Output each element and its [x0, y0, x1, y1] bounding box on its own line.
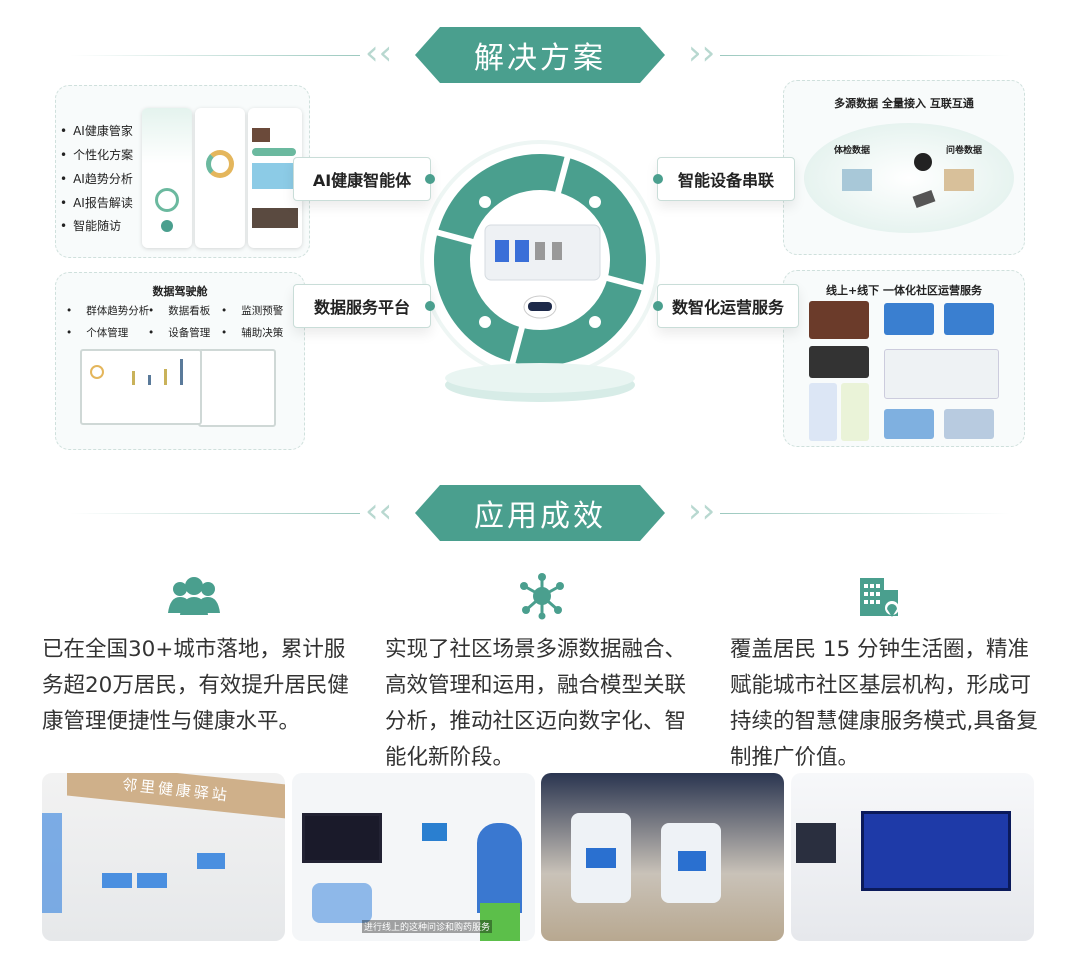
dashboard-monitor	[198, 349, 276, 427]
ai-feature-item: AI报告解读	[60, 194, 133, 211]
label-ai-health-agent: AI健康智能体	[293, 157, 431, 201]
cockpit-item: 辅助决策	[221, 325, 283, 340]
section-title-effects: 应用成效	[415, 485, 665, 541]
device-tag: 体检数据	[834, 146, 871, 156]
panel-title: 数据驾驶舱	[152, 285, 208, 298]
app-screenshot	[142, 108, 192, 248]
ai-feature-item: AI健康管家	[60, 122, 133, 139]
connector-dot	[425, 174, 435, 184]
health-station-photo: 邻里健康驿站	[42, 773, 285, 941]
chevron-left-icon: ‹‹	[365, 33, 393, 73]
connector-dot	[425, 301, 435, 311]
cockpit-item: 数据看板	[148, 303, 210, 318]
panel-title: 多源数据 全量接入 互联互通	[834, 97, 974, 110]
chevron-left-icon: ‹‹	[365, 491, 393, 531]
effect-text: 实现了社区场景多源数据融合、高效管理和运用，融合模型关联分析，推动社区迈向数字化…	[385, 637, 687, 770]
label-digital-operations: 数智化运营服务	[657, 284, 799, 328]
building-location-icon	[860, 578, 899, 617]
connector-dot	[653, 301, 663, 311]
divider-line	[70, 55, 360, 56]
data-cockpit-panel: 数据驾驶舱 群体趋势分析 数据看板 监测预警 个体管理 设备管理 辅助决策	[55, 272, 305, 450]
ai-health-panel: AI健康管家 个性化方案 AI趋势分析 AI报告解读 智能随访	[55, 85, 310, 258]
panel-title: 线上+线下 一体化社区运营服务	[825, 284, 983, 297]
community-photo: 进行线上的这种问诊和购药服务	[292, 773, 535, 941]
operations-panel: 线上+线下 一体化社区运营服务	[783, 270, 1025, 447]
connector-dot	[653, 174, 663, 184]
station-interior-photo	[541, 773, 784, 941]
cockpit-item: 监测预警	[221, 303, 283, 318]
ai-feature-item: 个性化方案	[60, 146, 133, 163]
device-tag: 问卷数据	[946, 146, 983, 156]
solution-cycle-diagram	[420, 140, 660, 402]
cockpit-item: 个体管理	[66, 325, 128, 340]
divider-line	[720, 513, 1010, 514]
video-caption: 进行线上的这种问诊和购药服务	[362, 920, 493, 933]
label-data-service-platform: 数据服务平台	[293, 284, 431, 328]
label-smart-device-link: 智能设备串联	[657, 157, 795, 201]
people-icon	[168, 577, 220, 615]
data-screen-photo	[791, 773, 1034, 941]
section-title-solution: 解决方案	[415, 27, 665, 83]
cockpit-item: 设备管理	[148, 325, 210, 340]
app-screenshot	[195, 108, 245, 248]
effect-text: 已在全国30+城市落地，累计服务超20万居民，有效提升居民健康管理便捷性与健康水…	[42, 637, 349, 734]
effect-text: 覆盖居民 15 分钟生活圈，精准赋能城市社区基层机构，形成可持续的智慧健康服务模…	[730, 637, 1038, 770]
network-icon	[520, 573, 564, 620]
chevron-right-icon: ››	[688, 33, 716, 73]
divider-line	[720, 55, 1010, 56]
divider-line	[70, 513, 360, 514]
ai-feature-item: 智能随访	[60, 217, 121, 234]
cockpit-item: 群体趋势分析	[66, 303, 149, 318]
chevron-right-icon: ››	[688, 491, 716, 531]
dashboard-monitor	[80, 349, 202, 425]
ai-feature-item: AI趋势分析	[60, 170, 133, 187]
device-panel: 多源数据 全量接入 互联互通 体检数据 问卷数据	[783, 80, 1025, 255]
